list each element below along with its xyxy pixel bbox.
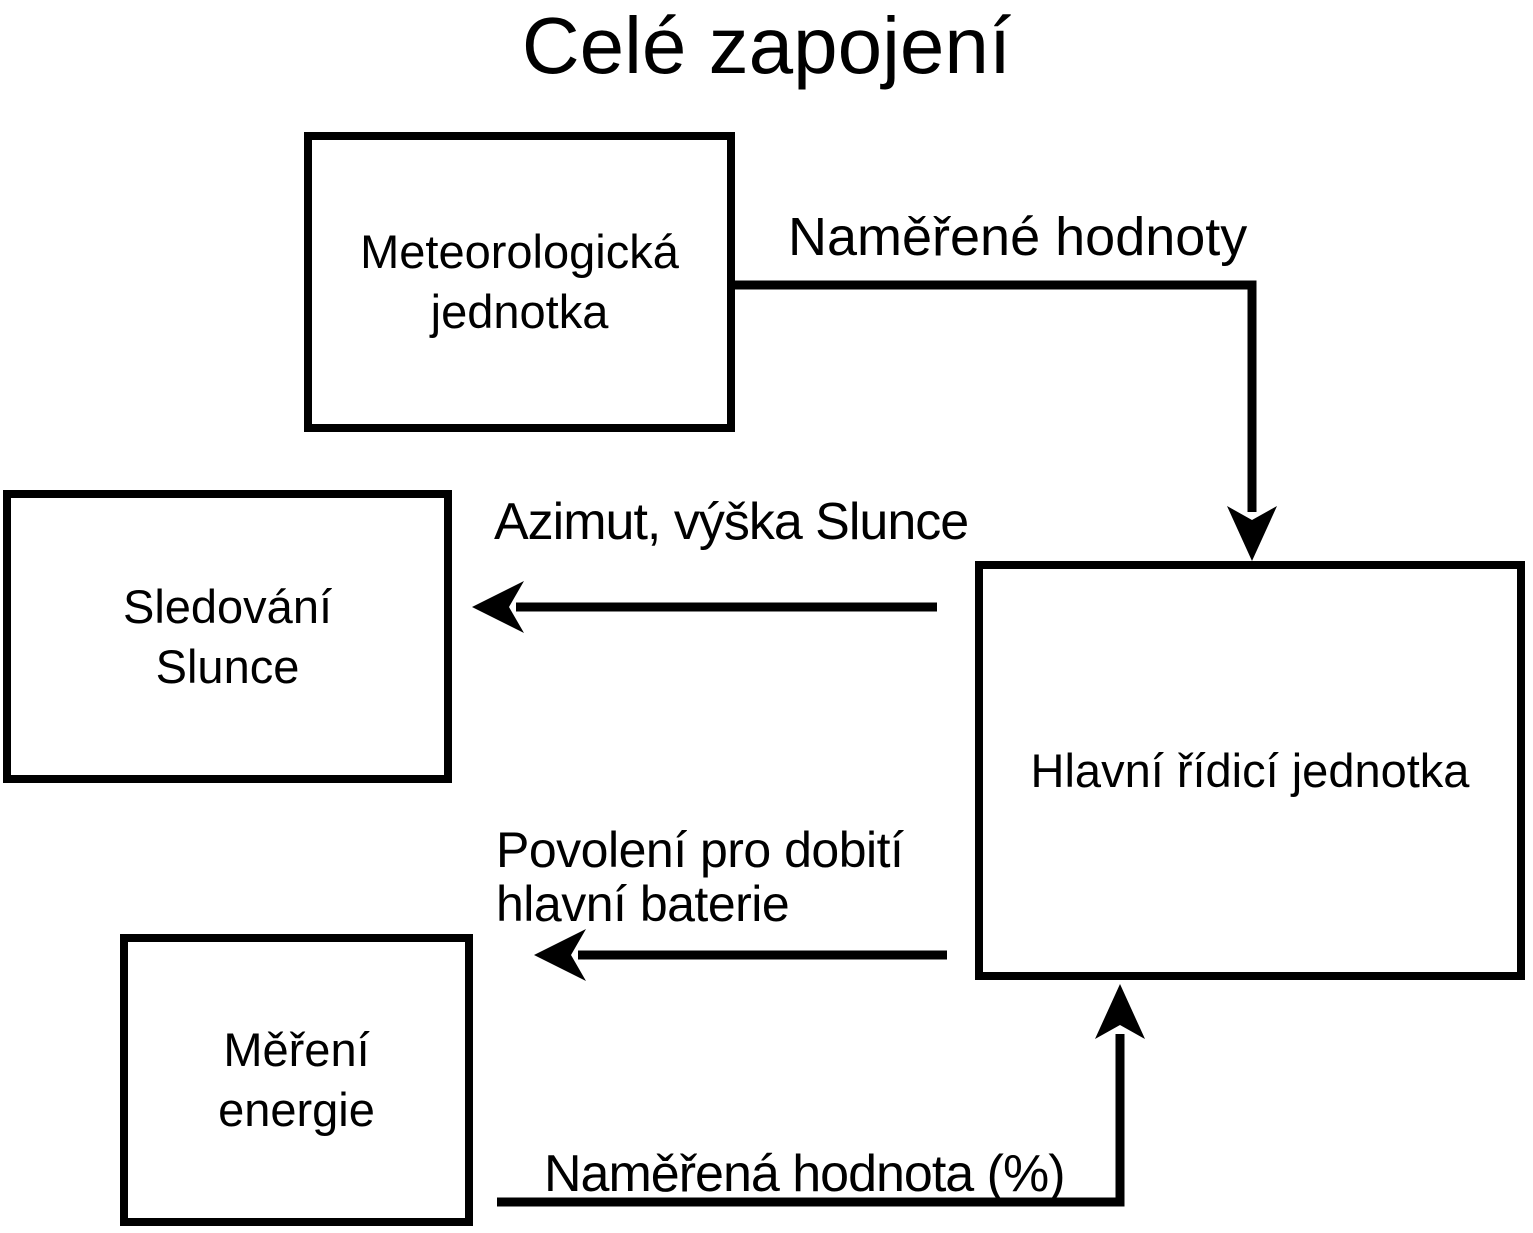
edge-label-povoleni-pro-dobiti: Povolení pro dobití hlavní baterie xyxy=(496,822,904,932)
arrow-namerene-hodnoty-shaft xyxy=(735,280,1257,512)
diagram-title: Celé zapojení xyxy=(521,1,1012,90)
node-meteorologicka-jednotka: Meteorologická jednotka xyxy=(304,132,735,432)
node-mereni-energie: Měření energie xyxy=(120,934,473,1226)
edge-label-line: hlavní baterie xyxy=(496,876,790,932)
node-label-line: Měření xyxy=(223,1023,370,1077)
node-label-line: Meteorologická xyxy=(360,225,679,279)
arrow-azimut-vyska-slunce-head xyxy=(472,581,524,633)
arrow-namerene-hodnoty-head xyxy=(1227,506,1277,561)
node-label-line: Sledování xyxy=(122,579,333,633)
node-label-line: Hlavní řídicí jednotka xyxy=(1030,743,1470,797)
node-label-line: energie xyxy=(218,1083,375,1136)
node-label-line: jednotka xyxy=(430,285,609,338)
arrow-namerena-hodnota-head xyxy=(1095,984,1145,1039)
node-label-line: Slunce xyxy=(155,639,300,693)
node-sledovani-slunce: Sledování Slunce xyxy=(3,490,452,783)
arrow-namerena-hodnota-shaft xyxy=(497,1034,1125,1207)
edge-label-line: Povolení pro dobití xyxy=(496,822,904,878)
arrow-povoleni-pro-dobiti-head xyxy=(534,929,586,981)
edge-label-azimut-vyska-slunce: Azimut, výška Slunce xyxy=(494,493,969,551)
edge-label-namerene-hodnoty: Naměřené hodnoty xyxy=(788,207,1248,267)
node-hlavni-ridici-jednotka: Hlavní řídicí jednotka xyxy=(975,561,1525,980)
edge-label-namerena-hodnota: Naměřená hodnota (%) xyxy=(544,1145,1066,1203)
